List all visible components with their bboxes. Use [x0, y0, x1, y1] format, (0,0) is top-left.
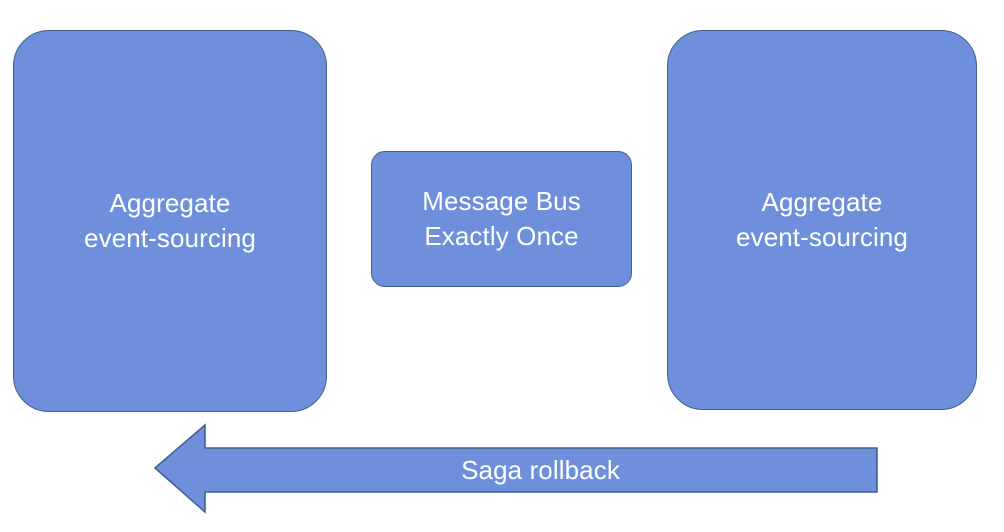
- node-message-bus[interactable]: Message Bus Exactly Once: [371, 151, 632, 287]
- node-aggregate-right-label: Aggregate event-sourcing: [736, 187, 908, 252]
- saga-rollback-arrow[interactable]: [150, 420, 882, 518]
- node-aggregate-right[interactable]: Aggregate event-sourcing: [667, 30, 977, 410]
- node-aggregate-left[interactable]: Aggregate event-sourcing: [13, 30, 327, 412]
- node-aggregate-left-label: Aggregate event-sourcing: [84, 188, 256, 253]
- left-arrow-icon: [153, 423, 878, 514]
- node-message-bus-label: Message Bus Exactly Once: [422, 186, 581, 251]
